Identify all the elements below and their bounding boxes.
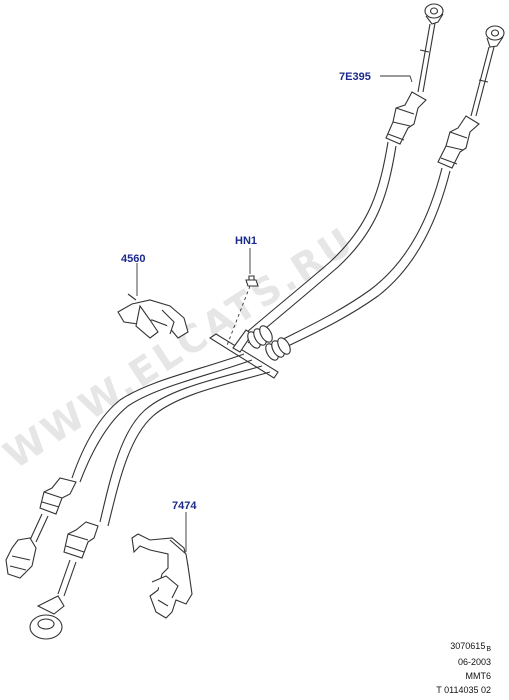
shift-cable-a <box>239 3 444 344</box>
drawing-number: 3070615B <box>450 640 491 656</box>
callout-7474: 7474 <box>172 500 197 512</box>
cable-b-lower-end <box>29 521 99 640</box>
cable-grommet <box>208 325 291 379</box>
callout-hn1: HN1 <box>235 235 257 247</box>
cable-a-lower-end <box>5 477 77 579</box>
watermark-text: WWW.ELCATS.RU <box>0 218 362 477</box>
drawing-date: 06-2003 <box>457 657 491 667</box>
callout-4560: 4560 <box>121 253 145 265</box>
reference-code: T 0114035 02 <box>436 685 491 695</box>
bracket-7474 <box>131 533 193 619</box>
fastener-hn1 <box>245 275 259 287</box>
drawing-number-suffix: B <box>486 646 491 653</box>
callout-7e395: 7E395 <box>339 71 371 83</box>
drawing-number-main: 3070615 <box>450 641 486 651</box>
model-code: MMT6 <box>465 671 492 681</box>
leader-lines <box>136 75 413 552</box>
clip-4560 <box>117 293 189 339</box>
shift-cable-b <box>269 25 505 352</box>
shift-cable-lower-runs <box>71 353 271 527</box>
